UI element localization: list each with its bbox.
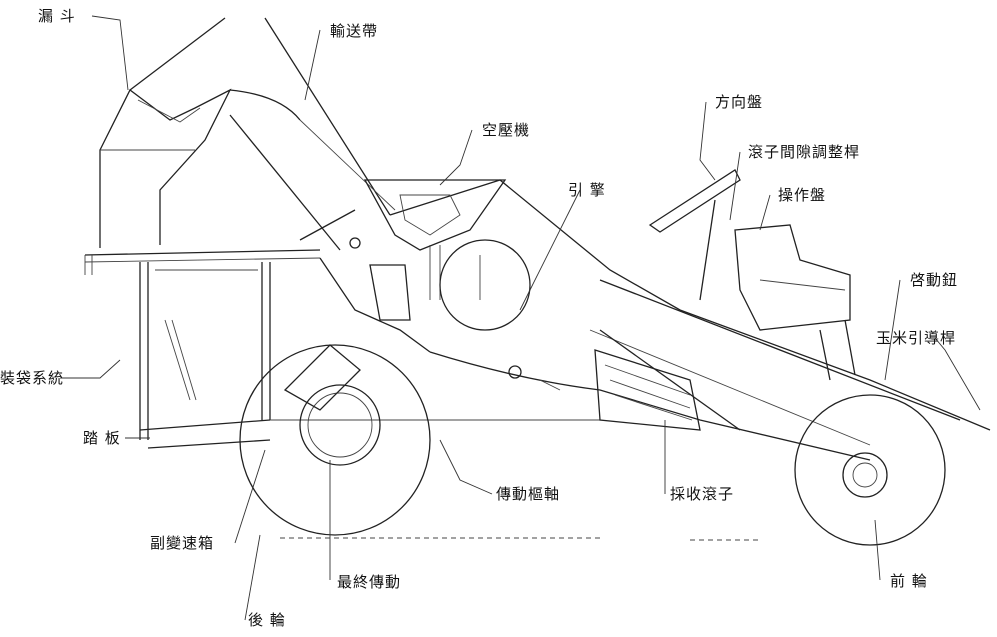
label-harvest-roller: 採收滾子 xyxy=(670,485,735,503)
bagging-frame xyxy=(84,209,356,449)
air-compressor-shape xyxy=(363,179,507,321)
label-steering-wheel: 方向盤 xyxy=(715,93,764,111)
operator-station xyxy=(648,169,856,381)
conveyor-outline xyxy=(229,17,396,251)
label-drive-shaft: 傳動樞軸 xyxy=(496,485,561,503)
label-platform: 踏 板 xyxy=(83,429,121,447)
label-control-panel: 操作盤 xyxy=(778,186,827,204)
label-engine: 引 擎 xyxy=(568,181,606,199)
leader-lines xyxy=(60,15,981,621)
hopper-outline xyxy=(99,17,232,248)
label-rear-wheel: 後 輪 xyxy=(248,611,286,629)
label-final-drive: 最終傳動 xyxy=(337,573,402,591)
main-chassis xyxy=(270,179,991,461)
label-starter: 啓動鈕 xyxy=(910,271,959,289)
label-bagging-system: 裝袋系統 xyxy=(0,369,65,387)
rear-wheel-shape xyxy=(239,344,431,536)
label-front-wheel: 前 輪 xyxy=(890,572,928,590)
label-guide-rod: 玉米引導桿 xyxy=(876,329,957,347)
engine-shape xyxy=(439,239,561,391)
label-air-compressor: 空壓機 xyxy=(482,121,531,139)
label-transmission: 副變速箱 xyxy=(150,534,215,552)
label-hopper: 漏 斗 xyxy=(38,7,76,25)
harvest-roller-shape xyxy=(594,349,701,431)
label-roller-gap-lever: 滾子間隙調整桿 xyxy=(748,143,861,161)
front-wheel-shape xyxy=(794,394,946,546)
label-conveyor: 輸送帶 xyxy=(330,22,379,40)
